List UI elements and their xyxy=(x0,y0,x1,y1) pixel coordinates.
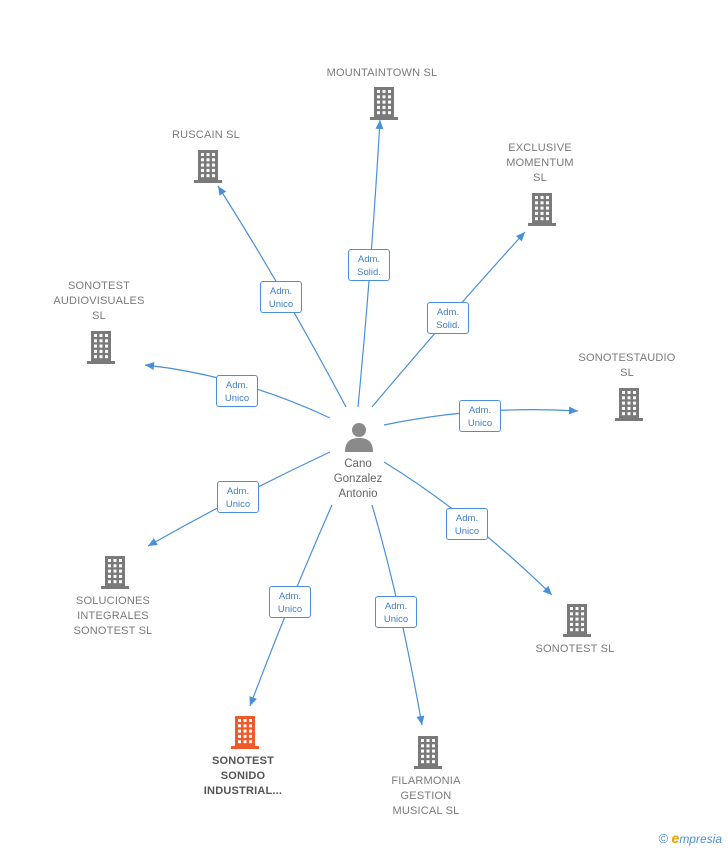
company-label-line: SOLUCIONES xyxy=(75,595,151,607)
company-label-soluciones[interactable]: SOLUCIONES INTEGRALES SONOTEST SL xyxy=(53,594,173,639)
building-icon[interactable] xyxy=(561,602,593,638)
relation-badge-sonotest[interactable]: Adm. Unico xyxy=(446,508,488,540)
arrowhead-soluciones xyxy=(148,538,158,546)
relation-badge-mountaintown[interactable]: Adm. Solid. xyxy=(348,249,390,281)
relation-badge-line: Adm. xyxy=(357,254,381,265)
relation-badge-line: Unico xyxy=(454,526,480,537)
company-label-filarmonia[interactable]: FILARMONIA GESTION MUSICAL SL xyxy=(366,774,486,819)
company-label-line: FILARMONIA xyxy=(391,775,461,787)
arrowhead-exclusive xyxy=(515,232,525,242)
building-icon[interactable] xyxy=(368,85,400,121)
company-label-audiovisuales[interactable]: SONOTEST AUDIOVISUALES SL xyxy=(39,279,159,324)
relation-badge-sonotestaudio[interactable]: Adm. Unico xyxy=(459,400,501,432)
relation-badge-line: Unico xyxy=(225,499,251,510)
company-label-exclusive[interactable]: EXCLUSIVE MOMENTUM SL xyxy=(480,141,600,186)
relation-badge-line: Unico xyxy=(277,604,303,615)
company-label-line: INDUSTRIAL... xyxy=(203,785,283,797)
center-person-label[interactable]: Cano Gonzalez Antonio xyxy=(318,457,398,502)
company-label-line: MOUNTAINTOWN SL xyxy=(326,67,438,79)
company-label-line: SL xyxy=(92,310,106,322)
building-icon[interactable] xyxy=(192,148,224,184)
relation-badge-exclusive[interactable]: Adm. Solid. xyxy=(427,302,469,334)
company-label-mountaintown[interactable]: MOUNTAINTOWN SL xyxy=(322,66,442,81)
relation-badge-line: Adm. xyxy=(226,486,250,497)
center-name-line: Gonzalez xyxy=(333,473,383,485)
relation-badge-line: Adm. xyxy=(269,286,293,297)
relation-badge-line: Solid. xyxy=(436,320,460,331)
company-label-line: SL xyxy=(620,367,634,379)
arrowhead-sonotestaudio xyxy=(568,406,578,415)
building-icon[interactable] xyxy=(85,329,117,365)
company-label-line: SONOTESTAUDIO xyxy=(578,352,676,364)
center-name-line: Cano xyxy=(344,458,372,470)
relation-badge-line: Adm. xyxy=(436,307,460,318)
building-icon[interactable] xyxy=(229,714,261,750)
center-name-line: Antonio xyxy=(338,488,378,500)
company-label-line: SONOTEST SL xyxy=(73,625,153,637)
arrowhead-filarmonia xyxy=(416,715,425,725)
company-label-line: MUSICAL SL xyxy=(392,805,460,817)
arrowhead-audiovisuales xyxy=(145,361,155,370)
brand-logo-text: mpresia xyxy=(679,832,722,846)
building-icon[interactable] xyxy=(99,554,131,590)
company-label-line: SONOTEST SL xyxy=(535,643,615,655)
arrowhead-mountaintown xyxy=(375,120,384,130)
company-label-line: MOMENTUM xyxy=(506,157,574,169)
company-label-line: INTEGRALES xyxy=(77,610,149,622)
company-label-line: EXCLUSIVE xyxy=(508,142,572,154)
company-label-line: SONOTEST xyxy=(211,755,275,767)
relation-badge-line: Unico xyxy=(467,418,493,429)
relation-badge-line: Unico xyxy=(224,393,250,404)
company-label-line: SONOTEST xyxy=(67,280,131,292)
company-label-line: GESTION xyxy=(400,790,452,802)
relation-badge-line: Adm. xyxy=(225,380,249,391)
arrowhead-ruscain xyxy=(218,186,227,196)
building-icon[interactable] xyxy=(412,734,444,770)
arrowhead-sonotest xyxy=(542,585,552,595)
relation-badge-line: Adm. xyxy=(455,513,479,524)
company-label-industrial[interactable]: SONOTEST SONIDO INDUSTRIAL... xyxy=(183,754,303,799)
relation-badge-line: Adm. xyxy=(384,601,408,612)
footer-brand: © empresia xyxy=(659,830,722,846)
relation-badge-audiovisuales[interactable]: Adm. Unico xyxy=(216,375,258,407)
arrowhead-industrial xyxy=(249,696,257,706)
company-label-sonotest[interactable]: SONOTEST SL xyxy=(515,642,635,657)
company-label-ruscain[interactable]: RUSCAIN SL xyxy=(146,128,266,143)
company-label-sonotestaudio[interactable]: SONOTESTAUDIO SL xyxy=(567,351,687,381)
relation-badge-ruscain[interactable]: Adm. Unico xyxy=(260,281,302,313)
relation-badge-filarmonia[interactable]: Adm. Unico xyxy=(375,596,417,628)
company-label-line: AUDIOVISUALES xyxy=(53,295,145,307)
relation-badge-industrial[interactable]: Adm. Unico xyxy=(269,586,311,618)
person-icon[interactable] xyxy=(342,420,376,454)
company-label-line: SL xyxy=(533,172,547,184)
copyright-icon: © xyxy=(658,831,669,846)
building-icon[interactable] xyxy=(526,191,558,227)
relation-badge-soluciones[interactable]: Adm. Unico xyxy=(217,481,259,513)
relation-badge-line: Adm. xyxy=(468,405,492,416)
relation-badge-line: Unico xyxy=(268,299,294,310)
company-label-line: SONIDO xyxy=(220,770,266,782)
company-label-line: RUSCAIN SL xyxy=(171,129,241,141)
relation-badge-line: Unico xyxy=(383,614,409,625)
relation-badge-line: Adm. xyxy=(278,591,302,602)
relation-badge-line: Solid. xyxy=(357,267,381,278)
brand-logo-e: e xyxy=(671,830,680,846)
building-icon[interactable] xyxy=(613,386,645,422)
